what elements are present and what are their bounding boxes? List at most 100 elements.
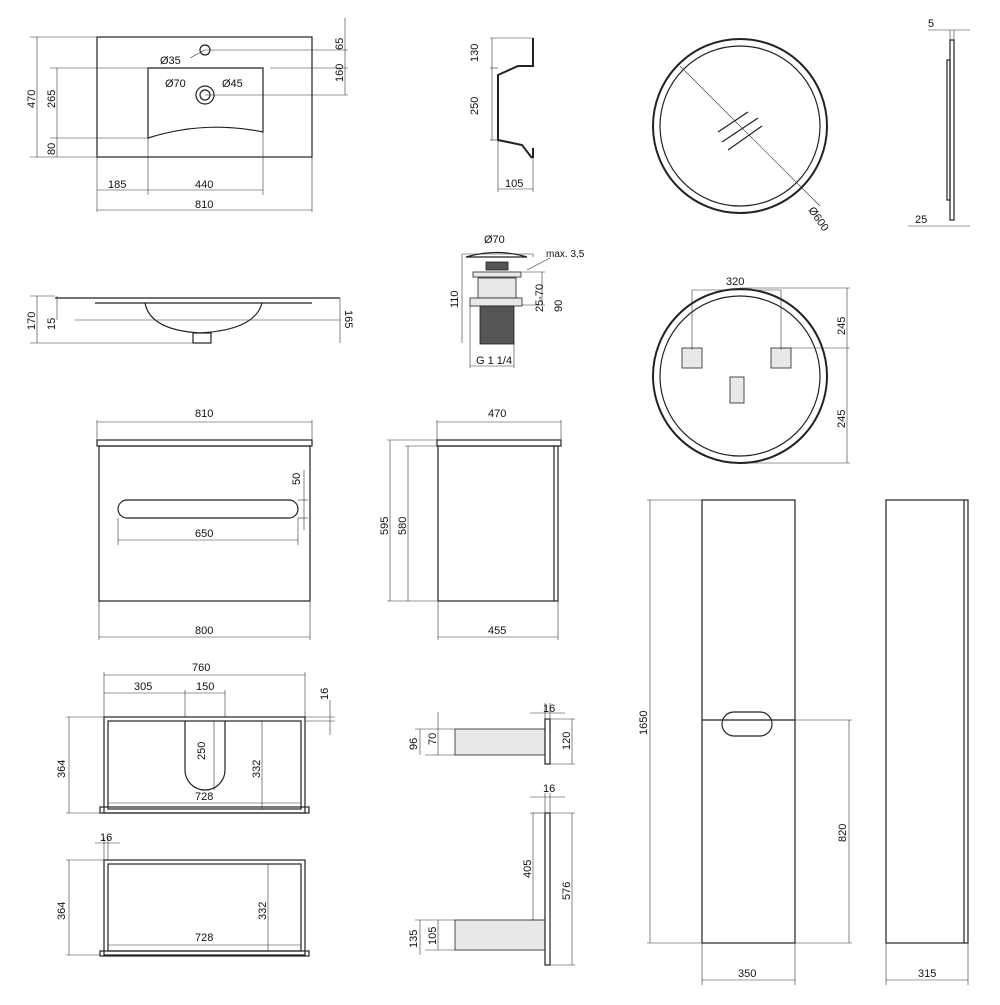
dim-shelf-small-inner: 70 — [427, 733, 439, 745]
dim-shelf-tall-upper: 405 — [522, 860, 534, 878]
shelf-tall-body — [454, 919, 546, 951]
dim-section-base: 105 — [505, 178, 523, 190]
dim-side-rim: 15 — [46, 318, 58, 330]
dim-shelf-tall-lower-outer: 135 — [408, 930, 420, 948]
dim-column-depth: 315 — [918, 968, 936, 980]
dim-mirror-depth: 25 — [915, 214, 927, 226]
dim-bracket-lower: 245 — [836, 410, 848, 428]
mirror-bracket-left — [681, 347, 703, 369]
dim-side-height: 595 — [379, 517, 391, 535]
basin-outline — [96, 36, 313, 158]
dim-drawer2-depth: 364 — [56, 902, 68, 920]
dim-drawer-cutout-depth: 250 — [196, 742, 208, 760]
dim-cabinet-width: 800 — [195, 625, 213, 637]
dim-column-height: 1650 — [638, 711, 650, 735]
dim-front: 80 — [46, 143, 58, 155]
dim-drawer2-inner-width: 728 — [195, 932, 213, 944]
dim-drawer2-thickness: 16 — [100, 832, 112, 844]
dim-valve-max: max. 3,5 — [546, 249, 585, 260]
dim-valve-body: 90 — [553, 300, 565, 312]
column-side-body — [885, 499, 969, 944]
dim-height: 470 — [26, 90, 38, 108]
basin-side-view: 170 15 165 — [26, 295, 354, 344]
dim-drawer2-inner-depth: 332 — [257, 902, 269, 920]
cabinet-side-view: 470 595 580 455 — [379, 408, 562, 640]
dim-valve-range: 25-70 — [534, 284, 546, 312]
dim-mirror-frame: 5 — [928, 18, 934, 30]
dim-valve-thread: G 1 1/4 — [476, 355, 512, 367]
dim-shelf-small-thickness: 16 — [543, 703, 555, 715]
drawer-top-view: 760 305 150 16 364 250 332 728 — [56, 662, 335, 814]
drawer2-outline — [103, 859, 306, 956]
cabinet-top — [96, 439, 313, 447]
dim-width: 810 — [195, 199, 213, 211]
dim-drawer-inner-depth: 332 — [251, 760, 263, 778]
dim-shelf-small-outer: 96 — [408, 738, 420, 750]
dim-shelf-tall-thickness: 16 — [543, 783, 555, 795]
dim-drain-inner-dia: Ø45 — [222, 78, 243, 90]
column-front-body — [701, 499, 796, 944]
shelf-small-view: 16 96 70 120 — [408, 703, 575, 765]
dim-mirror-diameter: Ø600 — [806, 205, 831, 234]
drain-cap — [465, 251, 528, 258]
mirror-inner-ring — [659, 45, 821, 207]
dim-handle-width: 650 — [195, 528, 213, 540]
dim-hole-offset: 65 — [334, 38, 346, 50]
mirror-front-view: Ø600 — [652, 38, 831, 234]
basin-side-bowl — [144, 302, 263, 334]
mirror-bracket-right — [770, 347, 792, 369]
dim-drawer-depth: 364 — [56, 760, 68, 778]
dim-hole-dia: Ø35 — [160, 55, 181, 67]
dim-drawer-inner-width: 728 — [195, 791, 213, 803]
dim-valve-dia: Ø70 — [484, 234, 505, 246]
dim-left: 185 — [108, 179, 126, 191]
drawer-cutout — [184, 721, 226, 791]
mirror-outer-ring — [652, 38, 828, 214]
basin-top-view: Ø35 Ø70 Ø45 65 160 470 265 80 185 440 81… — [26, 18, 348, 212]
dim-column-handle-pos: 820 — [837, 824, 849, 842]
drain-thread — [479, 305, 515, 345]
dim-column-width: 350 — [738, 968, 756, 980]
dim-bowl-top: 160 — [334, 64, 346, 82]
dim-side-depth: 455 — [488, 625, 506, 637]
cabinet-body — [98, 445, 311, 602]
mirror-power-box — [729, 376, 745, 404]
dim-section-top: 130 — [469, 44, 481, 62]
dim-bracket-upper: 245 — [836, 317, 848, 335]
drawer-bottom-view: 16 364 332 728 — [56, 832, 310, 957]
dim-bracket-spacing: 320 — [726, 276, 744, 288]
dim-bowl-depth: 265 — [46, 90, 58, 108]
dim-shelf-tall-height: 576 — [561, 882, 573, 900]
dim-side-side: 165 — [342, 310, 354, 328]
dim-drain-dia: Ø70 — [165, 78, 186, 90]
dim-shelf-tall-lower-inner: 105 — [427, 927, 439, 945]
cabinet-side-top — [436, 439, 562, 447]
dim-shelf-small-height: 120 — [561, 732, 573, 750]
dim-side-height: 170 — [26, 312, 38, 330]
column-front-view: 1650 820 350 — [638, 499, 852, 985]
basin-section-view: 130 250 105 — [469, 37, 534, 192]
dim-cabinet-top-width: 810 — [195, 408, 213, 420]
mirror-back-view: 320 245 245 — [652, 276, 850, 464]
dim-drawer-cutout: 150 — [196, 681, 214, 693]
dim-bowl-width: 440 — [195, 179, 213, 191]
dim-side-top-depth: 470 — [488, 408, 506, 420]
cabinet-front-view: 810 50 650 800 — [96, 408, 313, 640]
basin-section-profile — [497, 38, 534, 159]
dim-section-depth: 250 — [469, 97, 481, 115]
dim-drawer-width: 760 — [192, 662, 210, 674]
basin-bowl — [147, 67, 264, 139]
column-handle — [721, 711, 773, 737]
shelf-small-body — [454, 728, 546, 756]
dim-drawer-left: 305 — [134, 681, 152, 693]
drain-valve-view: Ø70 max. 3,5 110 25-70 90 G 1 1/4 — [449, 234, 585, 368]
dim-drawer-thickness: 16 — [319, 688, 331, 700]
dim-handle-height: 50 — [291, 473, 303, 485]
dim-side-body-height: 580 — [397, 517, 409, 535]
dim-valve-height: 110 — [449, 290, 461, 308]
cabinet-handle — [117, 499, 299, 519]
column-side-view: 315 — [885, 499, 969, 985]
shelf-tall-view: 16 405 576 135 105 — [408, 783, 575, 966]
